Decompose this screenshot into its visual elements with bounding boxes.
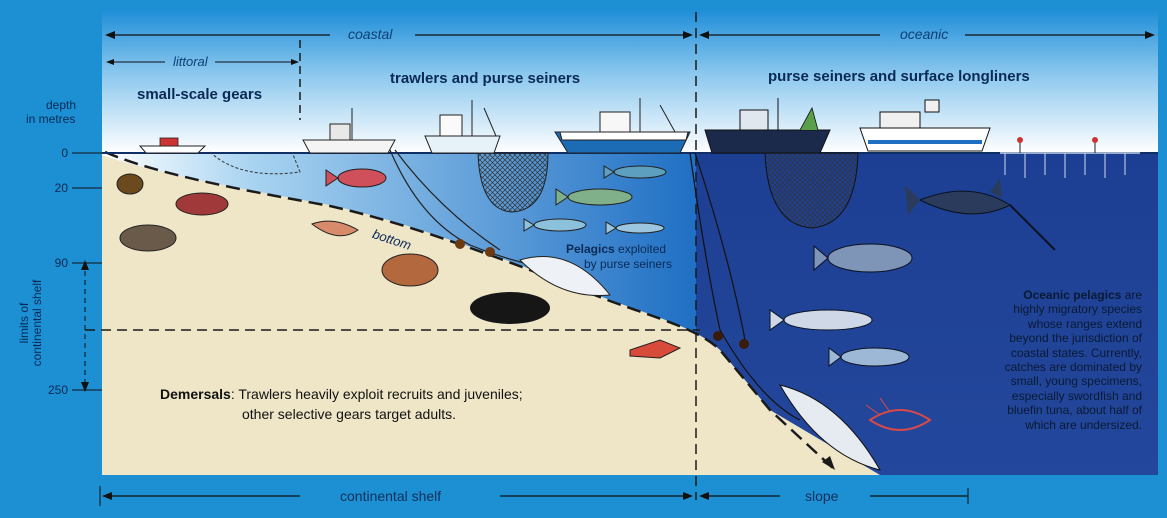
anchovy-icon [523,218,587,232]
sardine-icon [555,188,633,206]
trawler-icon [302,108,396,154]
pelagics-line-1: exploited [614,242,667,256]
oceanic-purse-seine-net [764,152,859,229]
longliner-icon [859,99,991,152]
pelagics-text: Pelagics exploited by purse seiners [566,242,672,272]
oceanic-label: oceanic [900,26,949,42]
small-boat-icon [138,137,207,154]
littoral-label: littoral [173,54,208,69]
depth-tick-0: 0 [61,146,68,160]
purse-seine-net [477,152,549,213]
lobster-icon [629,339,682,359]
oceanic-line-0: are [1121,288,1142,302]
red-shrimp-icon [865,397,932,431]
mackerel-icon [603,165,667,179]
demersals-line-2: other selective gears target adults. [242,406,457,422]
oceanic-line-4: coastal states. Currently, [1010,345,1142,360]
oceanic-seiner-icon [704,98,831,154]
prawn-icon [310,220,359,237]
swordfish-icon [905,178,1056,251]
oceanic-line-2: whose ranges extend [1027,316,1142,331]
bottom-trawl-net [519,256,611,297]
clam-icon [116,173,144,195]
shelf-limits-line-2: continental shelf [30,279,44,367]
demersals-bold: Demersals [160,386,231,402]
depth-units-label: in metres [26,112,76,126]
shelf-limits-label: limits of continental shelf [17,268,44,378]
oceanic-line-9: which are undersized. [1025,417,1142,432]
depth-tick-90: 90 [54,256,68,270]
continental-shelf-label: continental shelf [340,488,442,504]
depth-tick-20: 20 [54,181,68,195]
trawlers-label: trawlers and purse seiners [390,70,581,87]
large-seiner-icon [554,98,691,154]
depth-label: depth [46,98,77,112]
oceanic-line-6: small, young specimens, [1010,374,1142,389]
depth-tick-250: 250 [47,383,68,397]
oceanic-line-7: especially swordfish and [1011,388,1142,403]
small-scale-gears-label: small-scale gears [137,86,263,103]
oceanic-pelagics-text: Oceanic pelagics are highly migratory sp… [982,288,1142,432]
demersals-text: Demersals: Trawlers heavily exploit recr… [160,384,523,424]
pelagics-line-2: by purse seiners [584,257,673,271]
coastal-label: coastal [348,26,393,42]
cuttlefish-icon [119,224,177,252]
small-tuna-icon [828,347,910,367]
albacore-icon [769,309,873,331]
octopus-icon [381,253,439,287]
oceanic-line-1: highly migratory species [1013,302,1142,317]
oceanic-pelagics-bold: Oceanic pelagics [1023,288,1122,302]
oceanic-gears-label: purse seiners and surface longliners [768,68,1030,85]
flatfish-icon [470,292,550,324]
herring-icon [605,221,665,235]
slope-trawl-net [778,384,882,471]
tuna-icon [813,243,913,273]
scorpionfish-icon [175,192,229,216]
bottom-arrow [822,456,835,470]
bottom-line [104,150,836,471]
oceanic-line-5: catches are dominated by [1004,360,1142,375]
oceanic-line-3: beyond the jurisdiction of [1009,331,1142,346]
slope-label: slope [805,488,839,504]
oceanic-line-8: bluefin tuna, about half of [1007,403,1142,418]
longline-icon [1000,137,1140,178]
red-fish-icon [325,168,387,188]
demersals-line-1: : Trawlers heavily exploit recruits and … [230,386,523,402]
pelagics-bold: Pelagics [566,242,615,256]
